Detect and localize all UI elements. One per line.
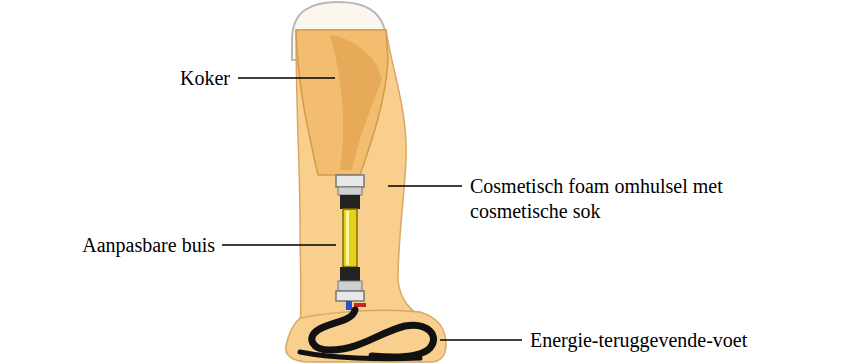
adapter <box>336 175 364 187</box>
part-label: Energie-teruggevende-voet <box>530 328 830 353</box>
adapter <box>338 187 362 195</box>
socket-shade <box>330 35 382 170</box>
bolt <box>354 303 366 307</box>
part-label: Aanpasbare buis <box>10 233 215 258</box>
socket <box>296 30 388 175</box>
carbon-sole <box>300 352 420 359</box>
part-label: Cosmetisch foam omhulsel met cosmetische… <box>470 174 762 224</box>
adapter <box>336 291 364 301</box>
part-label: Koker <box>30 66 230 91</box>
cosmetic-cover <box>296 30 425 330</box>
adapter <box>338 281 362 291</box>
foot-cover <box>286 310 446 362</box>
leader-line <box>388 185 462 186</box>
leader-line <box>440 339 522 340</box>
leader-line <box>238 77 335 78</box>
carbon-spring <box>312 310 434 357</box>
clamp <box>340 267 360 281</box>
pylon-tube <box>343 209 357 267</box>
tube-shine <box>346 211 349 265</box>
bolt <box>346 301 352 310</box>
clamp <box>340 195 360 209</box>
leader-line <box>222 244 336 245</box>
